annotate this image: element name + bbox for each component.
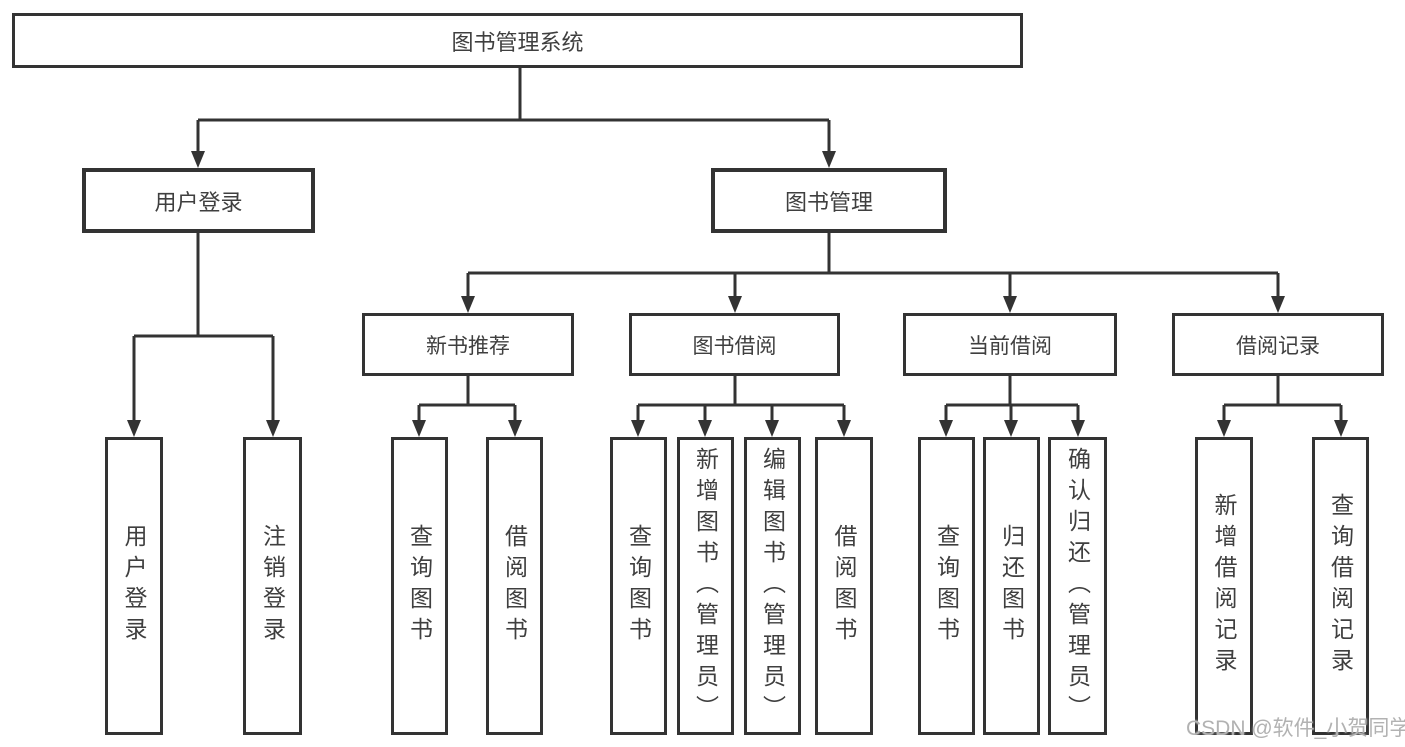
leaf-user-login-label: 用户登录 (121, 524, 147, 648)
leaf-query-books-borrow: 查询图书 (610, 437, 667, 735)
leaf-query-books-borrow-label: 查询图书 (625, 524, 652, 648)
leaf-borrow-books-recommend-label: 借阅图书 (501, 524, 528, 648)
leaf-query-books-current-label: 查询图书 (933, 524, 960, 648)
leaf-borrow-books-borrow: 借阅图书 (815, 437, 873, 735)
leaf-query-books-recommend-label: 查询图书 (406, 524, 433, 648)
node-book-management: 图书管理 (711, 168, 947, 233)
leaf-add-borrow-record: 新增借阅记录 (1195, 437, 1253, 735)
leaf-query-borrow-record-label: 查询借阅记录 (1327, 493, 1354, 679)
node-user-login: 用户登录 (82, 168, 315, 233)
leaf-logout-label: 注销登录 (259, 524, 286, 648)
leaf-edit-book-admin: 编辑图书（管理员） (744, 437, 801, 735)
leaf-confirm-return-admin: 确认归还（管理员） (1048, 437, 1107, 735)
leaf-query-borrow-record: 查询借阅记录 (1312, 437, 1369, 735)
leaf-return-books: 归还图书 (983, 437, 1040, 735)
node-root-system: 图书管理系统 (12, 13, 1023, 68)
node-current-borrow: 当前借阅 (903, 313, 1117, 376)
leaf-confirm-return-admin-label: 确认归还（管理员） (1064, 446, 1091, 726)
leaf-add-borrow-record-label: 新增借阅记录 (1211, 493, 1237, 679)
leaf-borrow-books-borrow-label: 借阅图书 (831, 524, 857, 648)
leaf-add-book-admin: 新增图书（管理员） (677, 437, 734, 735)
node-new-book-recommend: 新书推荐 (362, 313, 574, 376)
leaf-query-books-recommend: 查询图书 (391, 437, 448, 735)
node-borrow-records: 借阅记录 (1172, 313, 1384, 376)
leaf-add-book-admin-label: 新增图书（管理员） (692, 446, 719, 726)
leaf-borrow-books-recommend: 借阅图书 (486, 437, 543, 735)
csdn-watermark: CSDN @软件_小贺同学 (1186, 717, 1405, 740)
leaf-query-books-current: 查询图书 (918, 437, 975, 735)
node-book-borrow: 图书借阅 (629, 313, 840, 376)
leaf-return-books-label: 归还图书 (998, 524, 1025, 648)
leaf-logout: 注销登录 (243, 437, 302, 735)
leaf-edit-book-admin-label: 编辑图书（管理员） (759, 446, 786, 726)
leaf-user-login: 用户登录 (105, 437, 163, 735)
